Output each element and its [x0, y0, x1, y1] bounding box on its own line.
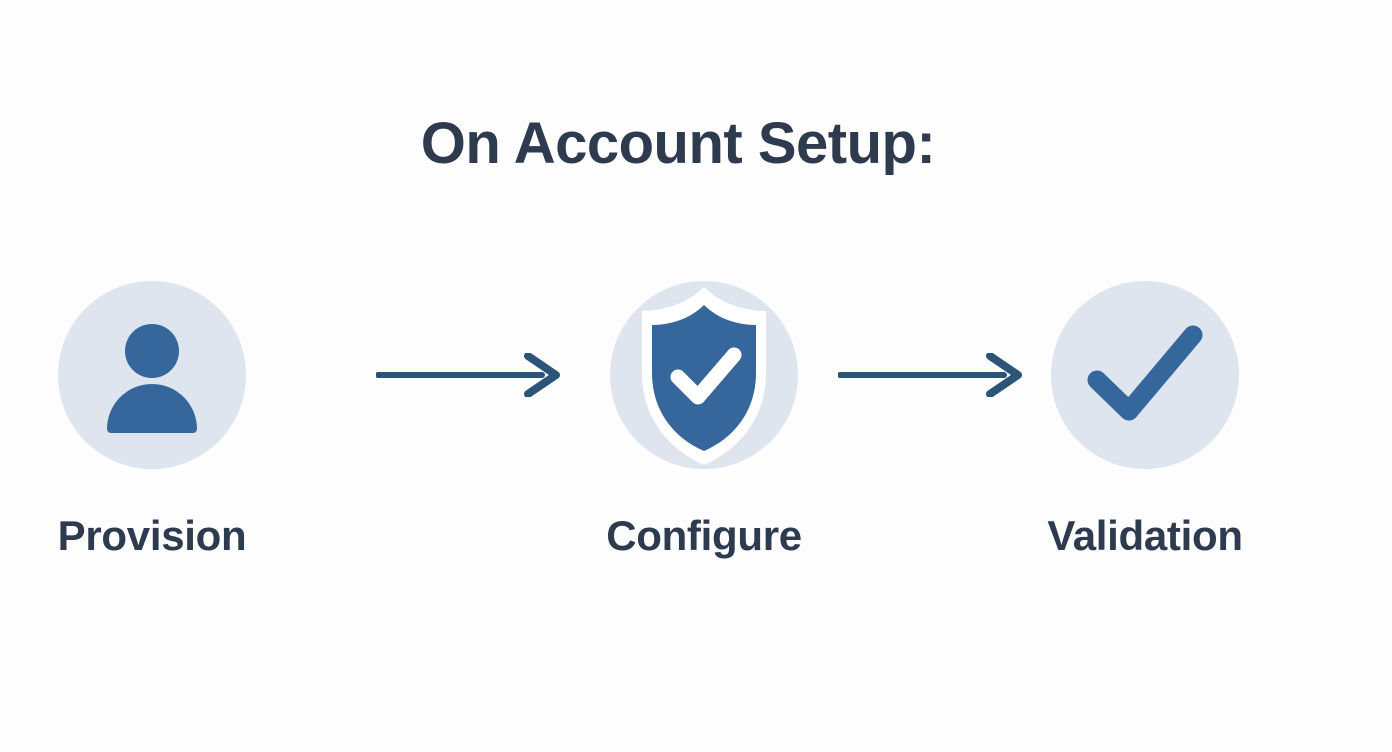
- flow-step-label: Configure: [606, 512, 802, 559]
- step-icon-circle: [610, 281, 798, 469]
- step-icon-circle: [58, 281, 246, 469]
- arrow-right-icon: [375, 352, 560, 398]
- flow-connector-1: [375, 352, 564, 398]
- page-title: On Account Setup:: [420, 111, 936, 176]
- flow-step-validation[interactable]: Validation: [1025, 281, 1265, 557]
- flow-step-configure[interactable]: Configure: [584, 281, 824, 557]
- process-flow: Provision Configure: [0, 281, 1392, 581]
- check-icon: [1087, 325, 1203, 421]
- step-icon-circle: [1051, 281, 1239, 469]
- arrow-right-icon: [837, 352, 1022, 398]
- flow-step-label: Validation: [1047, 512, 1243, 559]
- flow-step-provision[interactable]: Provision: [32, 281, 272, 557]
- flow-step-label: Provision: [57, 512, 247, 559]
- shield-check-icon: [642, 287, 766, 465]
- user-icon: [107, 324, 197, 433]
- flow-connector-2: [837, 352, 1026, 398]
